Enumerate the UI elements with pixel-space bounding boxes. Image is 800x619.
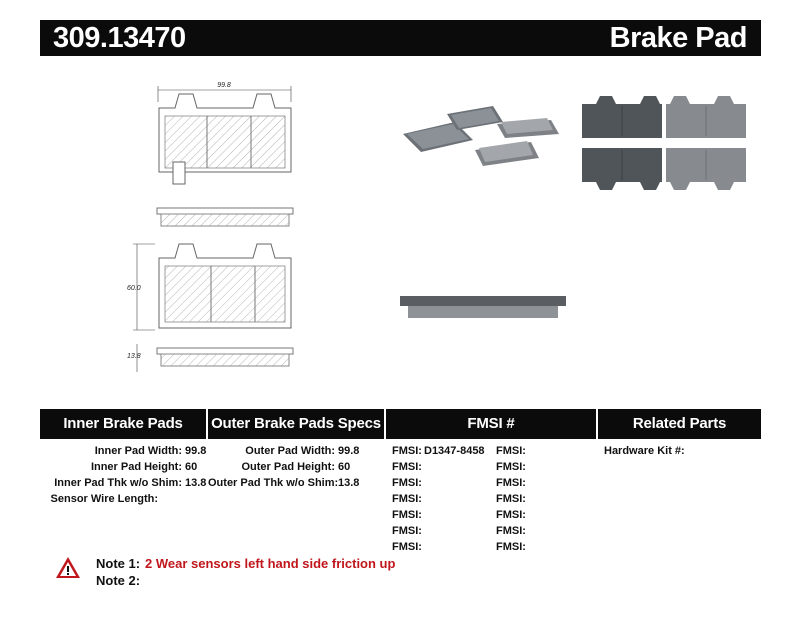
outer-height-value: 60 [338, 461, 351, 473]
fmsi-label: FMSI: [392, 525, 422, 537]
note-2-label: Note 2: [96, 573, 141, 588]
flat-pad-bottom-left [582, 148, 662, 190]
flat-pad-top-right [666, 96, 746, 138]
svg-text:60.0: 60.0 [127, 285, 141, 292]
inner-thickness-label: Inner Pad Thk w/o Shim: [54, 477, 182, 489]
pad-technical-drawing: 99.8 60.0 13.8 [127, 82, 294, 372]
angled-pad-1 [403, 122, 473, 152]
fmsi-label: FMSI: [392, 461, 422, 473]
pad-bottom-view [158, 243, 292, 329]
fmsi-label: FMSI: [392, 541, 422, 553]
inner-width-label: Inner Pad Width: [94, 445, 182, 457]
pad-top-profile [156, 207, 294, 227]
outer-width-value: 99.8 [338, 445, 360, 457]
fmsi-label: FMSI: [392, 509, 422, 521]
product-type: Brake Pad [609, 22, 748, 54]
inner-thickness-value: 13.8 [185, 477, 207, 489]
fmsi-header: FMSI # [386, 409, 596, 439]
pad-set-flat-photo [582, 96, 746, 190]
fmsi-label: FMSI: [392, 477, 422, 489]
pad-top-view [158, 93, 292, 185]
sensor-wire-label: Sensor Wire Length: [50, 493, 158, 505]
angled-pad-3 [497, 118, 559, 138]
fmsi-label: FMSI: [392, 493, 422, 505]
width-dimension: 99.8 [157, 82, 292, 102]
note-1-label: Note 1: [96, 556, 141, 571]
fmsi-label: FMSI: [496, 445, 526, 457]
fmsi-label: FMSI: [496, 477, 526, 489]
flat-pad-top-left [582, 96, 662, 138]
flat-pad-bottom-right [666, 148, 746, 190]
inner-specs-header: Inner Brake Pads Specs [40, 409, 206, 462]
title-bar: 309.13470 Brake Pad [40, 20, 761, 56]
thickness-dimension: 13.8 [127, 344, 141, 372]
inner-height-label: Inner Pad Height: [90, 461, 182, 473]
angled-pad-2 [447, 106, 503, 130]
fmsi-label: FMSI: [496, 525, 526, 537]
height-dimension: 60.0 [127, 243, 155, 331]
angled-pad-4 [475, 141, 539, 166]
part-number: 309.13470 [53, 22, 186, 54]
outer-width-label: Outer Pad Width: [245, 445, 335, 457]
fmsi-label: FMSI: [496, 541, 526, 553]
inner-height-value: 60 [185, 461, 198, 473]
pad-set-angled-photo [403, 106, 559, 166]
outer-thickness-label: Outer Pad Thk w/o Shim: [208, 477, 339, 489]
warning-triangle-icon [56, 557, 80, 578]
fmsi-label: FMSI: [392, 445, 422, 457]
related-parts-header: Related Parts [598, 409, 761, 439]
note-1-text: 2 Wear sensors left hand side friction u… [145, 556, 396, 571]
inner-width-value: 99.8 [185, 445, 207, 457]
outer-specs-header: Outer Brake Pads Specs [208, 409, 384, 439]
outer-height-label: Outer Pad Height: [241, 461, 335, 473]
fmsi-label: FMSI: [496, 461, 526, 473]
svg-text:99.8: 99.8 [217, 82, 231, 89]
hardware-kit-label: Hardware Kit #: [604, 445, 685, 457]
svg-text:13.8: 13.8 [127, 353, 141, 360]
pad-bottom-profile [156, 347, 294, 367]
fmsi-label: FMSI: [496, 509, 526, 521]
outer-thickness-value: 13.8 [338, 477, 360, 489]
fmsi-value: D1347-8458 [424, 445, 485, 457]
fmsi-label: FMSI: [496, 493, 526, 505]
pad-side-profile-photo [400, 296, 566, 318]
